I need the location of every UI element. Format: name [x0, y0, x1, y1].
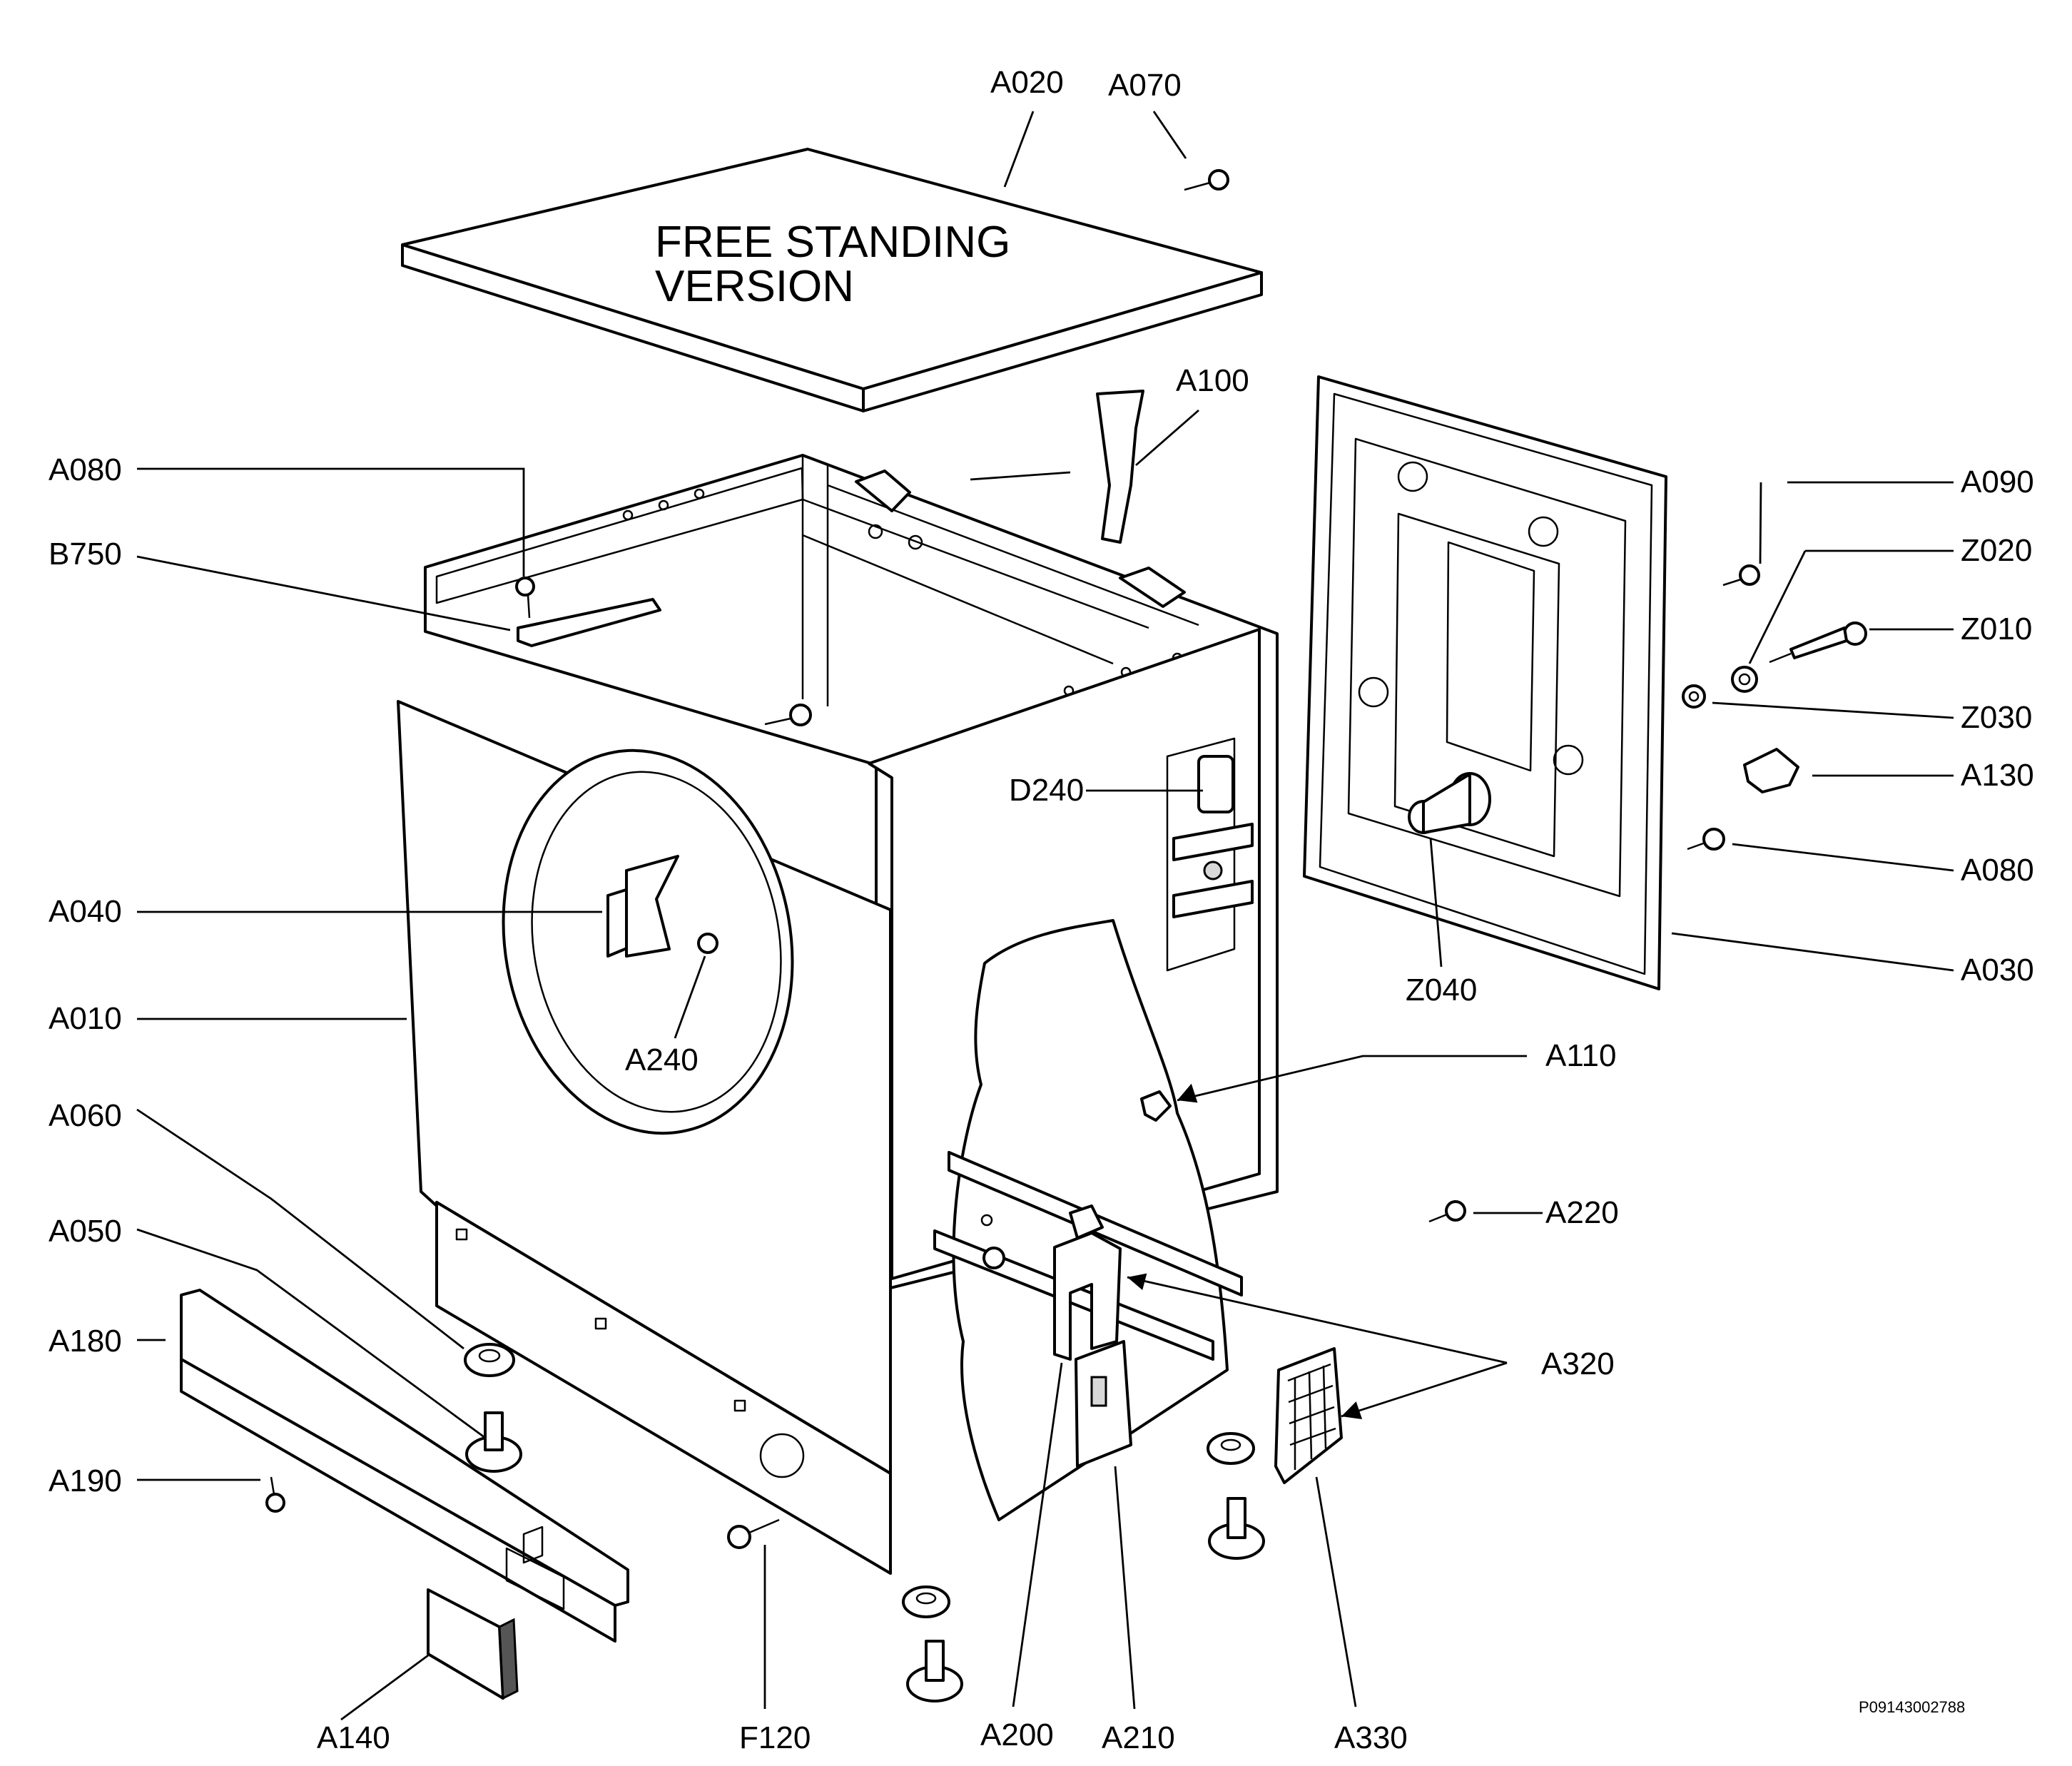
- nut-center-icon: [902, 1585, 950, 1618]
- label-a200: A200: [980, 1717, 1054, 1752]
- door-hinge-part: [606, 855, 679, 958]
- clamp-a130-part: [1743, 748, 1799, 793]
- screw-a090-icon: [1722, 564, 1760, 587]
- label-a080-top: A080: [49, 452, 122, 487]
- label-a090: A090: [1961, 465, 2034, 499]
- label-z040: Z040: [1406, 973, 1477, 1008]
- label-a320: A320: [1541, 1346, 1615, 1381]
- screw-a080-top-icon: [515, 577, 535, 619]
- top-lid-part: [401, 148, 1263, 412]
- label-a030: A030: [1961, 953, 2034, 988]
- label-z010: Z010: [1961, 611, 2032, 646]
- clip-a110-part: [1140, 1090, 1172, 1122]
- screw-frame-icon: [764, 704, 812, 726]
- label-a140: A140: [317, 1720, 390, 1755]
- label-z020: Z020: [1961, 533, 2032, 568]
- label-a050: A050: [49, 1214, 122, 1249]
- label-a100: A100: [1176, 363, 1249, 398]
- label-a210: A210: [1102, 1720, 1175, 1755]
- label-a110: A110: [1545, 1038, 1617, 1073]
- label-d240: D240: [1009, 773, 1084, 808]
- label-a080-right: A080: [1961, 853, 2034, 888]
- label-b750: B750: [49, 537, 122, 572]
- label-a070: A070: [1108, 68, 1182, 103]
- bracket-b750-part: [517, 598, 661, 647]
- label-a020: A020: [990, 65, 1064, 100]
- bush-z030-icon: [1682, 684, 1706, 709]
- label-z030: Z030: [1961, 700, 2032, 735]
- foot-center-icon: [906, 1640, 963, 1702]
- nut-a060-icon: [464, 1343, 515, 1377]
- label-a240: A240: [625, 1042, 699, 1077]
- label-f120: F120: [739, 1720, 811, 1755]
- label-a180: A180: [49, 1324, 122, 1359]
- capacitor-d240-part: [1172, 755, 1254, 918]
- version-title-line1: FREE STANDING: [655, 218, 1010, 267]
- screw-a220-icon: [1428, 1200, 1466, 1223]
- version-title-line2: VERSION: [655, 262, 854, 311]
- hose-connector-z040-part: [1408, 772, 1491, 834]
- screw-a070-icon: [1184, 169, 1229, 191]
- leader-lines: [136, 111, 1954, 1721]
- rear-panel-part: [1303, 375, 1667, 990]
- drawing-code: P09143002788: [1859, 1698, 1965, 1716]
- part-labels: A020 A070 A100 A080 B750 A090 Z020 Z010 …: [49, 65, 2034, 1755]
- bolt-z010-icon: [1769, 621, 1867, 664]
- screw-a080-right-icon: [1687, 828, 1725, 851]
- label-a040: A040: [49, 894, 122, 929]
- screw-a190-icon: [265, 1476, 285, 1513]
- label-a130: A130: [1961, 758, 2034, 793]
- pin-a240-icon: [697, 933, 718, 954]
- label-a220: A220: [1545, 1195, 1619, 1230]
- leader-arrows: [1127, 1083, 1363, 1420]
- label-a010: A010: [49, 1001, 122, 1036]
- clip-a100-part: [1096, 390, 1144, 544]
- label-a190: A190: [49, 1463, 122, 1498]
- foot-a050-icon: [465, 1411, 522, 1473]
- bracket-a200-part: [1053, 1204, 1122, 1361]
- label-a330: A330: [1334, 1720, 1408, 1755]
- foot-right-icon: [1208, 1497, 1265, 1560]
- grid-a330-part: [1274, 1347, 1343, 1484]
- screw-f120-icon: [727, 1518, 780, 1549]
- washer-z020-icon: [1731, 666, 1758, 693]
- flap-a140-part: [427, 1588, 519, 1700]
- nut-right-icon: [1207, 1432, 1255, 1465]
- part-a210: [1075, 1340, 1132, 1468]
- kickplate-a180-part: [180, 1289, 629, 1643]
- label-a060: A060: [49, 1098, 122, 1133]
